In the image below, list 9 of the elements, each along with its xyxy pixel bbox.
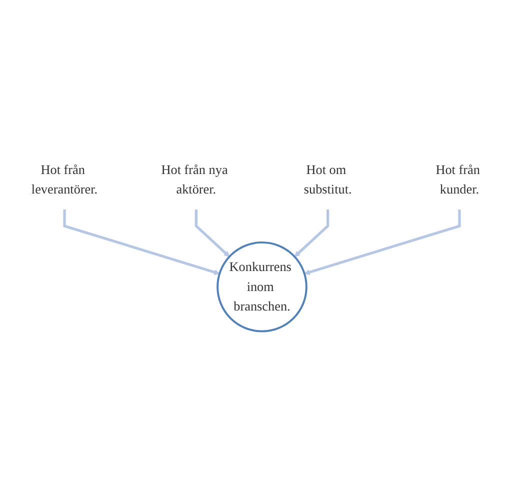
arrow bbox=[304, 210, 461, 276]
arrow bbox=[194, 210, 230, 258]
node-text: Hot från leverantörer. bbox=[31, 162, 98, 198]
arrow bbox=[63, 210, 220, 276]
node-circle: Konkurrens inom branschen. bbox=[216, 242, 308, 332]
node-text: Hot från nya aktörer. bbox=[161, 162, 228, 198]
node-text: Hot från kunder. bbox=[436, 162, 480, 198]
node-text: Hot om substitut. bbox=[304, 162, 352, 198]
arrow bbox=[294, 210, 330, 258]
